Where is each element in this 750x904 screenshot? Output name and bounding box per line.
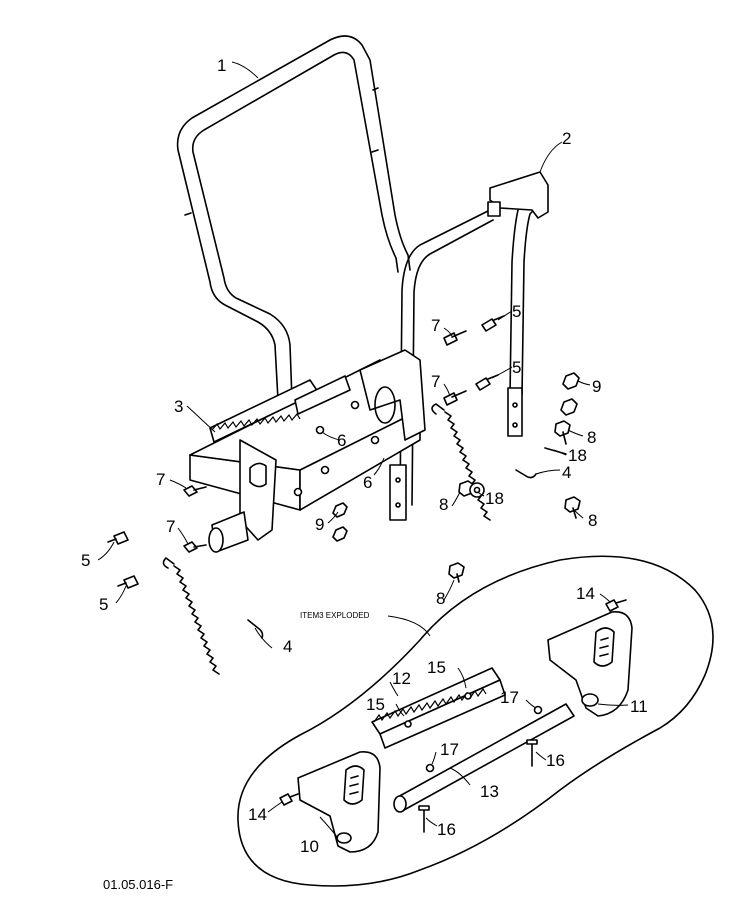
callout-5: 5 [512,358,521,377]
callout-6: 6 [363,473,372,492]
callout-7: 7 [431,372,440,391]
seat-base-assembly [189,349,426,553]
callout-1: 1 [217,56,226,75]
callout-8: 8 [587,428,596,447]
callout-11: 11 [630,697,648,716]
callout-8: 8 [439,495,448,514]
callout-18: 18 [485,489,504,508]
spring-upper [431,403,537,521]
callout-13: 13 [480,782,499,801]
callout-9: 9 [592,377,601,396]
callout-6: 6 [337,431,346,450]
callout-15: 15 [366,695,385,714]
callout-14: 14 [576,584,595,603]
callout-12: 12 [392,669,411,688]
callout-7: 7 [156,470,165,489]
callout-10: 10 [300,837,319,856]
callout-8: 8 [436,589,445,608]
handle-frame [176,35,411,401]
callout-4: 4 [562,463,571,482]
callout-4: 4 [283,637,292,656]
callout-18: 18 [568,446,587,465]
callout-17: 17 [500,688,519,707]
callout-14: 14 [248,805,267,824]
exploded-parts [279,599,633,853]
callout-5: 5 [81,551,90,570]
callout-5: 5 [99,595,108,614]
callout-16: 16 [546,751,565,770]
callout-7: 7 [431,316,440,335]
spring-lower [162,557,264,675]
callout-5: 5 [512,302,521,321]
callout-2: 2 [562,129,571,148]
callout-17: 17 [440,740,459,759]
callout-15: 15 [427,658,446,677]
figure-code: 01.05.016-F [103,877,173,892]
callout-9: 9 [315,515,324,534]
leader-lines [97,61,629,839]
callout-16: 16 [437,820,456,839]
callout-8: 8 [588,511,597,530]
callout-3: 3 [174,397,183,416]
callout-labels: 1 2 3 4 4 5 5 5 5 6 6 7 7 7 7 8 8 8 8 9 … [81,56,648,856]
exploded-view-outline [237,555,714,887]
rear-frame [389,171,549,521]
callout-7: 7 [166,517,175,536]
exploded-view-label: ITEM3 EXPLODED [300,611,370,620]
